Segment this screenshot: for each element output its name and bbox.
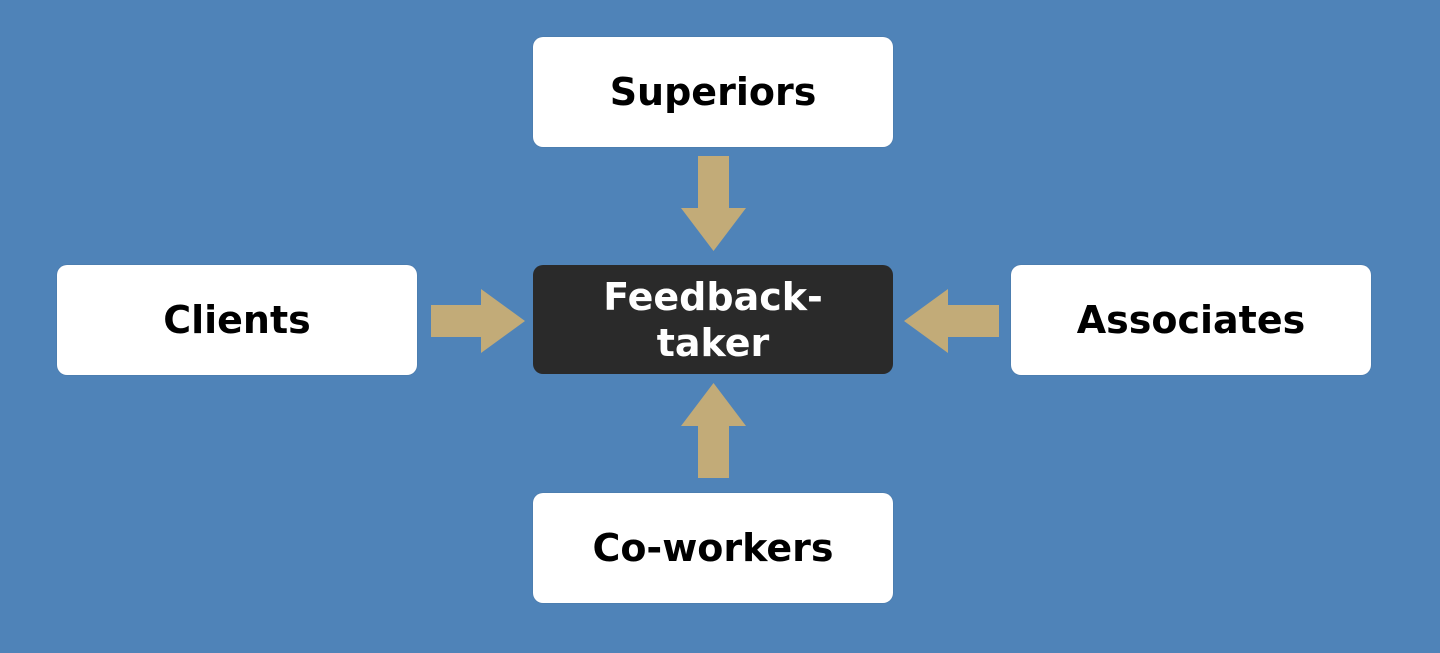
node-feedback-taker-label: Feedback- taker bbox=[603, 274, 823, 365]
arrow-right-icon bbox=[431, 289, 525, 353]
node-superiors-label: Superiors bbox=[609, 70, 817, 114]
node-associates-label: Associates bbox=[1076, 298, 1306, 342]
node-clients: Clients bbox=[57, 265, 417, 375]
node-superiors: Superiors bbox=[533, 37, 893, 147]
node-co-workers-label: Co-workers bbox=[592, 526, 834, 570]
arrow-left-icon bbox=[904, 289, 999, 353]
node-associates: Associates bbox=[1011, 265, 1371, 375]
node-clients-label: Clients bbox=[163, 298, 311, 342]
arrow-down-icon bbox=[681, 156, 746, 251]
arrow-up-icon bbox=[681, 383, 746, 478]
node-co-workers: Co-workers bbox=[533, 493, 893, 603]
node-feedback-taker: Feedback- taker bbox=[533, 265, 893, 374]
